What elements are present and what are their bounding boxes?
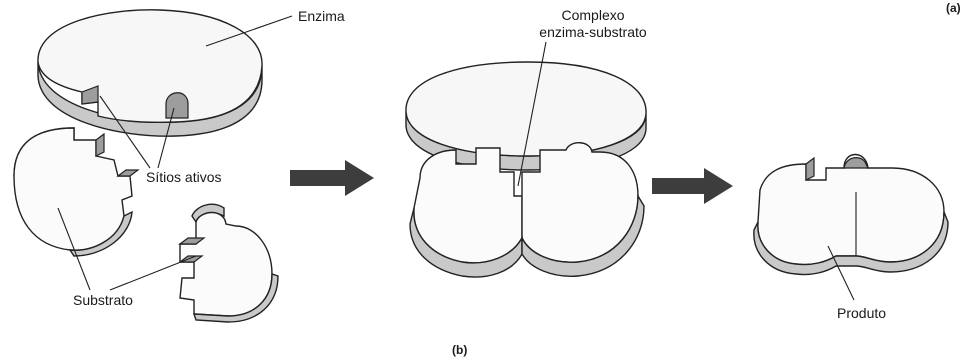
substrate-shape-2 [180,204,278,322]
substrate-shape-1 [14,128,138,256]
enzyme-shape [38,10,262,136]
reaction-arrow-2 [652,168,733,204]
substrate-label: Substrato [73,292,133,308]
complex-label-line2: enzima-substrato [539,24,647,40]
panel-tag-b: (b) [452,343,467,357]
product-label: Produto [837,305,886,321]
complex-label-line1: Complexo [561,7,624,23]
active-sites-label: Sítios ativos [146,169,221,185]
product-shape [754,155,948,275]
panel-tag-a: (a) [946,1,961,15]
enzyme-label: Enzima [298,8,345,24]
reaction-arrow-1 [290,160,374,196]
complex-shape [406,62,646,277]
